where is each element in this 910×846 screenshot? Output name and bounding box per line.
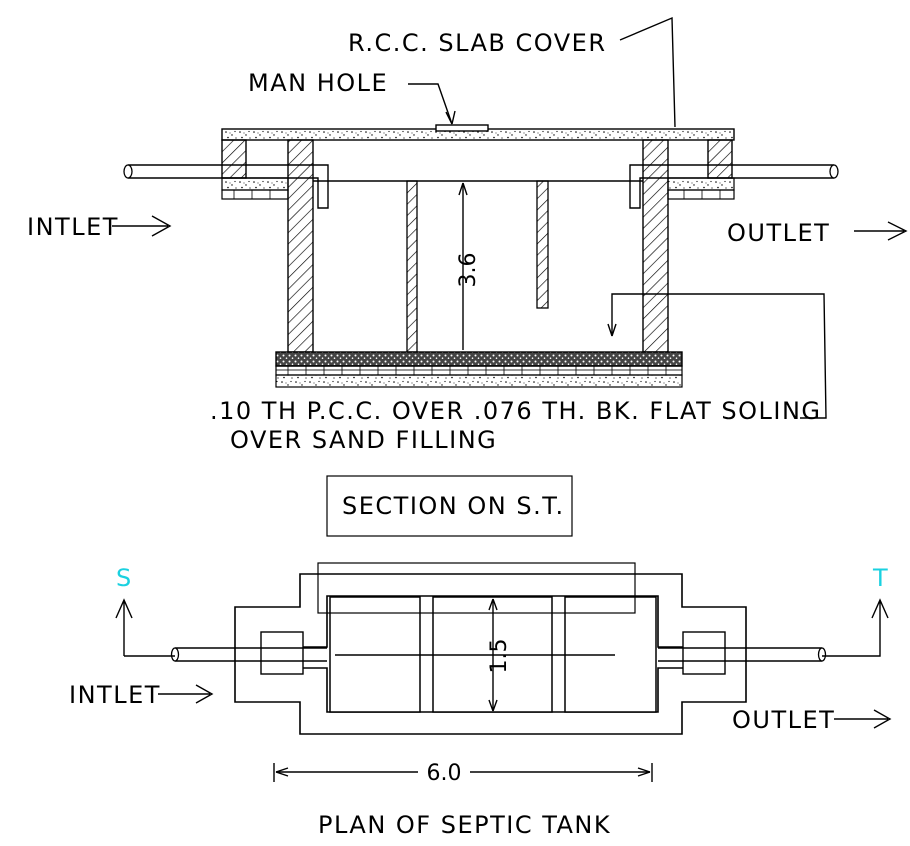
plan-inlet-pipe [170,647,327,662]
man-hole-label: MAN HOLE [248,69,388,97]
outlet-pipe [629,164,839,209]
length-dim-text: 6.0 [427,761,462,786]
pcc-layer [275,351,683,367]
man-hole-leader [408,83,453,125]
plan-inlet-label: INTLET [69,681,161,709]
baffle-wall-1 [406,180,418,353]
section-inlet-label: INTLET [27,213,119,241]
sand-filling [275,374,683,388]
left-tank-wall [287,139,314,353]
baffle-wall-2 [536,180,549,309]
section-marker-t: T [872,564,889,592]
plan-title: PLAN OF SEPTIC TANK [318,811,611,839]
section-title: SECTION ON S.T. [342,492,565,520]
length-dimension [273,763,653,782]
plan-view: 1.5 6.0 S T INTLET OUTLET PLAN OF SEPTIC… [69,562,892,839]
soling-leader [611,293,827,419]
section-line-t [822,598,889,657]
plan-outlet-label: OUTLET [732,706,835,734]
section-title-box [326,475,573,537]
pcc-note-line2: OVER SAND FILLING [230,426,497,454]
plan-outlet-pipe [658,647,827,662]
section-marker-s: S [116,564,133,592]
manhole-lid [435,124,489,132]
brick-soling [275,365,683,376]
rcc-slab-cover-label: R.C.C. SLAB COVER [348,29,607,57]
right-tank-wall [642,139,669,353]
plan-manhole-outline [317,562,636,614]
width-dim-text: 1.5 [487,639,512,674]
depth-dim-text: 3.6 [456,253,481,288]
inlet-pipe [123,164,329,209]
plan-outer-outline [234,573,747,735]
section-view: 3.6 R.C.C. SLAB COVER MAN HOLE INTLET OU… [27,16,908,454]
section-line-s [115,598,175,657]
right-outer-wall [707,139,733,179]
pcc-note-line1: .10 TH P.C.C. OVER .076 TH. BK. FLAT SOL… [210,397,822,425]
left-outer-wall [221,139,247,179]
section-outlet-label: OUTLET [727,219,830,247]
slab-leader [619,16,676,128]
